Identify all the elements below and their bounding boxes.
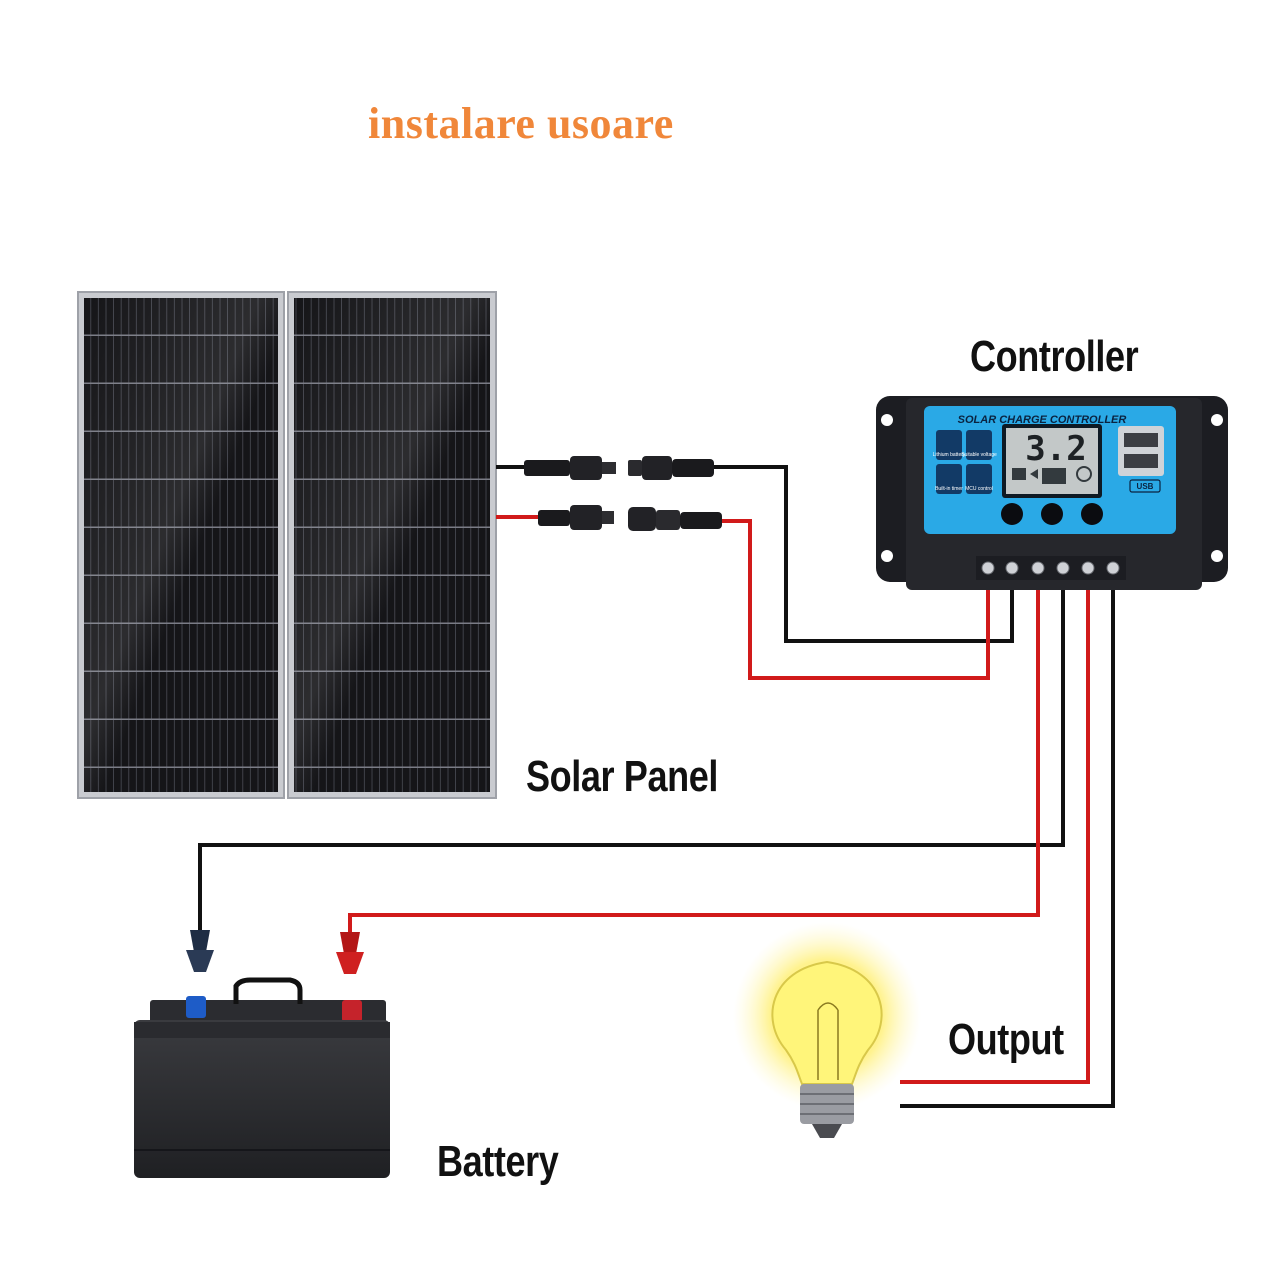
controller-button-menu bbox=[1001, 503, 1023, 525]
icon-label-2: Suitable voltage bbox=[961, 452, 997, 458]
controller-button-down bbox=[1081, 503, 1103, 525]
controller-title: SOLAR CHARGE CONTROLLER bbox=[958, 414, 1127, 426]
solar-panel-left bbox=[77, 291, 285, 799]
lcd-status-icons bbox=[1012, 466, 1092, 484]
charge-controller: SOLAR CHARGE CONTROLLER Lithium battery … bbox=[876, 396, 1228, 590]
mc4-connector-positive bbox=[538, 505, 722, 531]
mc4-connector-negative bbox=[524, 456, 714, 480]
battery-negative-terminal bbox=[186, 996, 206, 1018]
page-heading: instalare usoare bbox=[368, 99, 674, 148]
usb-label: USB bbox=[1137, 482, 1154, 491]
panel-negative-wire bbox=[496, 465, 1014, 643]
panel-positive-wire bbox=[496, 515, 990, 680]
solar-panel-label: Solar Panel bbox=[526, 752, 719, 801]
battery-label: Battery bbox=[437, 1137, 559, 1186]
battery-negative-wire bbox=[198, 572, 1065, 930]
light-bulb bbox=[733, 922, 921, 1138]
icon-label-1: Lithium battery bbox=[933, 452, 966, 458]
icon-label-3: Built-in timer bbox=[935, 486, 963, 492]
controller-terminals bbox=[976, 556, 1126, 580]
battery-positive-clamp bbox=[336, 932, 364, 974]
battery bbox=[134, 977, 390, 1178]
load-positive-wire bbox=[900, 572, 1090, 1084]
battery-positive-terminal bbox=[342, 1000, 362, 1022]
controller-label: Controller bbox=[970, 332, 1139, 381]
icon-label-4: MCU control bbox=[965, 486, 993, 492]
solar-panel-right bbox=[287, 291, 497, 799]
lcd-value: 3.2 bbox=[1025, 429, 1086, 469]
load-negative-wire bbox=[900, 572, 1115, 1108]
feature-icons: Lithium battery Suitable voltage Built-i… bbox=[933, 430, 997, 494]
battery-positive-wire bbox=[348, 572, 1040, 935]
battery-negative-clamp bbox=[186, 930, 214, 972]
output-label: Output bbox=[948, 1015, 1064, 1064]
controller-button-up bbox=[1041, 503, 1063, 525]
